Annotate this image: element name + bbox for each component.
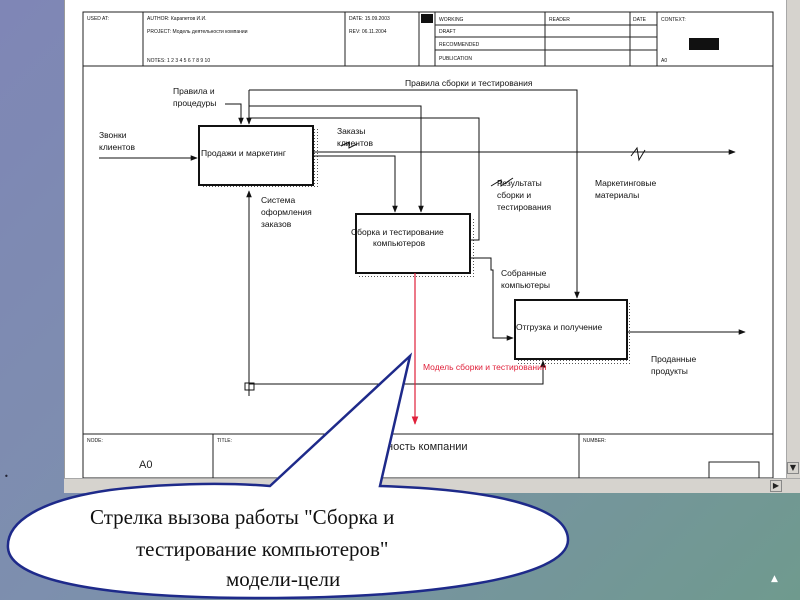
- idef0-diagram-window: USED AT: AUTHOR: Карапетов И.И. PROJECT:…: [64, 0, 800, 492]
- callout-shape: [6, 352, 570, 600]
- project-label: PROJECT: Модель деятельности компании: [147, 29, 248, 35]
- working-indicator: [421, 14, 433, 23]
- label-order-system-1: Система: [261, 195, 296, 205]
- label-results-1: Результаты: [497, 178, 542, 188]
- footer-frame: NODE: A0 TITLE: ность компании NUMBER:: [82, 433, 774, 478]
- arrow-assembled: [470, 257, 514, 341]
- label-order-system-2: оформления: [261, 207, 312, 217]
- label-assembly-rules: Правила сборки и тестирования: [405, 78, 533, 88]
- squiggle-orders: [340, 141, 358, 149]
- tunnel-marker: [244, 382, 255, 391]
- label-results-3: тестирования: [497, 202, 551, 212]
- slide-nav-mark: ▲: [771, 574, 778, 584]
- callout-line-2: тестирование компьютеров": [136, 537, 389, 561]
- used-at-label: USED AT:: [87, 16, 109, 22]
- context-label: CONTEXT:: [661, 17, 686, 23]
- label-rules-2: процедуры: [173, 98, 216, 108]
- publication-label: PUBLICATION: [439, 56, 472, 62]
- label-sold-2: продукты: [651, 366, 688, 376]
- scroll-down-button[interactable]: ▼: [787, 462, 799, 474]
- footer-number-label: NUMBER:: [583, 438, 606, 444]
- activity-label-assembly-1: Сборка и тестирование: [351, 227, 444, 237]
- activity-label-sales: Продажи и маркетинг: [201, 148, 286, 158]
- label-rules-1: Правила и: [173, 86, 215, 96]
- activity-box-sales[interactable]: Продажи и маркетинг: [198, 125, 318, 189]
- footer-title-label: TITLE:: [217, 438, 232, 444]
- label-marketing-2: материалы: [595, 190, 639, 200]
- notes-label: NOTES: 1 2 3 4 5 6 7 8 9 10: [147, 58, 210, 64]
- footer-node-value: A0: [139, 459, 152, 471]
- label-sold-1: Проданные: [651, 354, 697, 364]
- idef0-diagram: USED AT: AUTHOR: Карапетов И.И. PROJECT:…: [82, 11, 774, 478]
- author-label: AUTHOR: Карапетов И.И.: [147, 16, 207, 22]
- arrow-mechanism-shipping: [249, 360, 546, 385]
- label-assembled-1: Собранные: [501, 268, 547, 278]
- date2-label: DATE: [633, 17, 647, 23]
- activity-label-assembly-2: компьютеров: [373, 238, 426, 248]
- rev-label: REV: 06.11.2004: [349, 29, 387, 35]
- date-label: DATE: 15.09.2003: [349, 16, 390, 22]
- activity-box-shipping[interactable]: Отгрузка и получение: [514, 299, 631, 365]
- activity-box-assembly[interactable]: Сборка и тестирование компьютеров: [351, 213, 475, 277]
- recommended-label: RECOMMENDED: [439, 42, 480, 48]
- label-marketing-1: Маркетинговые: [595, 178, 656, 188]
- call-arrow-label: Модель сборки и тестирования: [423, 362, 547, 372]
- squiggle-results: [490, 177, 514, 187]
- arrow-results: [249, 117, 480, 241]
- scroll-right-button[interactable]: ▶: [770, 480, 782, 492]
- slide-bullet-mark: •: [4, 472, 9, 481]
- reader-label: READER: [549, 17, 570, 23]
- squiggle-marketing: [630, 146, 646, 162]
- label-results-2: сборки и: [497, 190, 531, 200]
- label-calls-2: клиентов: [99, 142, 135, 152]
- label-assembled-2: компьютеры: [501, 280, 550, 290]
- arrow-rules-to-assembly: [249, 105, 424, 213]
- vertical-scrollbar[interactable]: ▼: [786, 0, 800, 478]
- footer-title-value: ность компании: [387, 441, 468, 453]
- node-small-label: A0: [661, 58, 667, 64]
- working-label: WORKING: [439, 17, 464, 23]
- draft-label: DRAFT: [439, 29, 456, 35]
- label-orders-1: Заказы: [337, 126, 365, 136]
- label-order-system-3: заказов: [261, 219, 292, 229]
- activity-label-shipping: Отгрузка и получение: [516, 322, 602, 332]
- label-calls-1: Звонки: [99, 130, 127, 140]
- callout-line-1: Стрелка вызова работы "Сборка и: [90, 505, 394, 529]
- footer-node-label: NODE:: [87, 438, 103, 444]
- arrow-orders: [313, 155, 398, 213]
- label-orders-2: клиентов: [337, 138, 373, 148]
- context-box: [689, 38, 719, 50]
- header-frame: USED AT: AUTHOR: Карапетов И.И. PROJECT:…: [82, 11, 774, 67]
- arrows: [99, 89, 746, 396]
- arrow-assembly-rules: [249, 89, 580, 299]
- callout-line-3: модели-цели: [226, 567, 340, 591]
- arrow-rules: [225, 103, 244, 125]
